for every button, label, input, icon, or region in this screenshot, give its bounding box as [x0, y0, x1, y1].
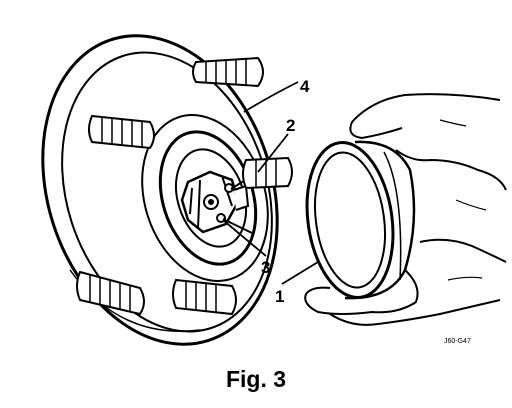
wheel-stud-bottom-right: [172, 278, 237, 316]
wheel-stud-right: [242, 156, 293, 190]
leader-line-4: [243, 81, 299, 113]
drawing-code: J60-G47: [444, 338, 471, 345]
wheel-stud-bottom-left: [76, 270, 145, 316]
callout-3: 3: [261, 258, 270, 277]
hub-nut: [180, 170, 250, 234]
callout-1: 1: [275, 287, 284, 306]
leader-line-1: [281, 261, 319, 285]
callout-4: 4: [300, 77, 310, 96]
leader-line-3: [222, 219, 267, 257]
grease-cap: [305, 140, 416, 300]
leader-lines: [222, 81, 319, 285]
callout-2: 2: [286, 116, 295, 135]
wheel-stud-left: [88, 114, 155, 150]
wheel-stud-top: [192, 56, 264, 88]
figure-caption: Fig. 3: [225, 366, 287, 392]
hand: [304, 93, 507, 326]
leader-line-2: [257, 133, 289, 173]
wheel-studs: [76, 56, 293, 316]
hub-assembly-drawing: 4 2 3 1 J60-G47: [41, 34, 507, 346]
